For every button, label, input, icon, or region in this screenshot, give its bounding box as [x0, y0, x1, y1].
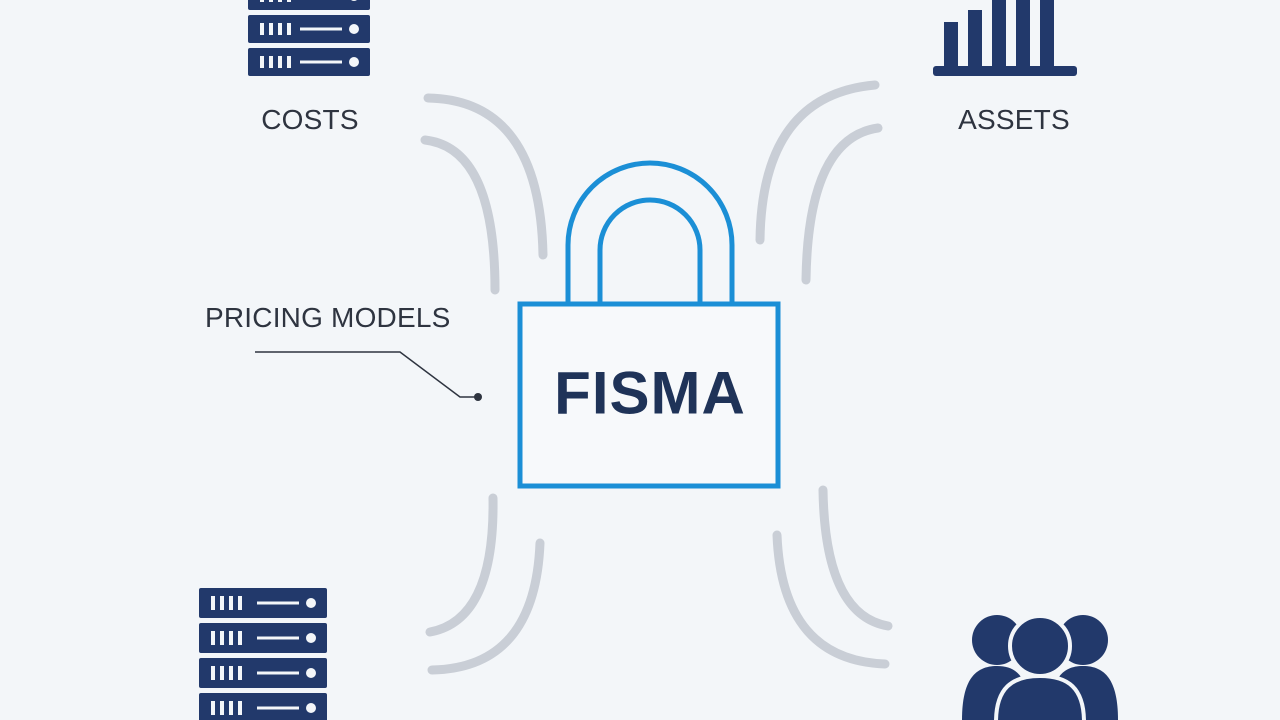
- server-unit-body: [248, 0, 370, 10]
- server-unit-slot: [220, 666, 224, 680]
- bar-chart-bar: [992, 0, 1006, 66]
- server-unit-slot: [269, 23, 273, 35]
- lock-icon: [517, 160, 781, 489]
- connector-arc-bottom-right-outer: [772, 530, 890, 669]
- costs-label: COSTS: [261, 104, 359, 135]
- lock-shackle-inner: [597, 197, 703, 303]
- server-unit: [199, 658, 327, 688]
- server-unit: [248, 48, 370, 76]
- connector-arc-top-right-inner: [801, 123, 883, 285]
- server-unit-slot: [287, 56, 291, 68]
- lock-label: FISMA: [554, 359, 746, 427]
- server-unit-slot: [260, 56, 264, 68]
- server-unit-slot: [229, 596, 233, 610]
- server-unit: [199, 588, 327, 618]
- user-head-center: [1008, 614, 1072, 678]
- server-unit-led: [306, 633, 316, 643]
- server-unit-slot: [229, 666, 233, 680]
- server-unit-indicator-line: [257, 601, 299, 605]
- server-unit-led: [306, 598, 316, 608]
- server-unit-slot: [211, 596, 215, 610]
- server-unit-slot: [220, 596, 224, 610]
- server-unit: [248, 15, 370, 43]
- server-rack-icon: [248, 0, 370, 76]
- user-body-center: [994, 673, 1086, 720]
- bar-chart-baseline: [933, 66, 1077, 76]
- server-unit-slot: [269, 0, 273, 2]
- connector-arc-bottom-left-outer: [427, 538, 545, 675]
- server-unit-slot: [229, 631, 233, 645]
- connector-arc-top-right-outer: [755, 80, 880, 245]
- connector-arc-bottom-left-inner: [425, 493, 498, 637]
- server-unit: [248, 0, 370, 10]
- server-unit-slot: [238, 666, 242, 680]
- server-unit-led: [351, 0, 357, 1]
- bar-chart-bar: [1016, 0, 1030, 66]
- connector-arc-top-left-inner: [420, 135, 500, 295]
- server-unit-slot: [211, 666, 215, 680]
- server-unit-slot: [278, 0, 282, 2]
- server-unit-slot: [238, 701, 242, 715]
- server-unit-indicator-line: [300, 27, 342, 31]
- server-unit-slot: [211, 701, 215, 715]
- server-unit-slot: [287, 23, 291, 35]
- server-unit-slot: [229, 701, 233, 715]
- pricing-models-leader-line: [255, 351, 475, 398]
- server-unit-slot: [278, 23, 282, 35]
- server-unit-led: [349, 57, 359, 67]
- server-unit-slot: [238, 596, 242, 610]
- server-unit-slot: [238, 631, 242, 645]
- server-unit-slot: [278, 56, 282, 68]
- lock-shackle-outer: [565, 160, 735, 303]
- server-unit-led: [306, 703, 316, 713]
- users-group-icon: [962, 614, 1118, 720]
- server-unit-slot: [220, 631, 224, 645]
- server-unit-slot: [287, 0, 291, 2]
- server-unit-slot: [211, 631, 215, 645]
- connector-arc-bottom-right-inner: [818, 485, 893, 631]
- bar-chart-bar: [944, 22, 958, 66]
- server-rack-icon: [199, 588, 327, 720]
- assets-label: ASSETS: [958, 104, 1070, 135]
- server-unit: [199, 623, 327, 653]
- bar-chart-icon: [933, 0, 1077, 76]
- server-unit-slot: [220, 701, 224, 715]
- pricing-models-label: PRICING MODELS: [205, 302, 451, 333]
- server-unit-indicator-line: [257, 671, 299, 675]
- server-unit-slot: [260, 23, 264, 35]
- server-unit-indicator-line: [257, 636, 299, 640]
- pricing-models-leader: [255, 351, 482, 401]
- lock-body: [517, 301, 781, 489]
- connector-arc-top-left-outer: [423, 93, 548, 260]
- connector-arcs: [420, 80, 893, 675]
- pricing-models-leader-dot: [474, 393, 482, 401]
- server-unit-indicator-line: [300, 60, 342, 64]
- server-unit-slot: [260, 0, 264, 2]
- server-unit-led: [306, 668, 316, 678]
- server-unit: [199, 693, 327, 720]
- bar-chart-bar: [968, 10, 982, 66]
- server-unit-indicator-line: [257, 706, 299, 710]
- server-unit-led: [349, 24, 359, 34]
- bar-chart-bar: [1040, 0, 1054, 66]
- server-unit-slot: [269, 56, 273, 68]
